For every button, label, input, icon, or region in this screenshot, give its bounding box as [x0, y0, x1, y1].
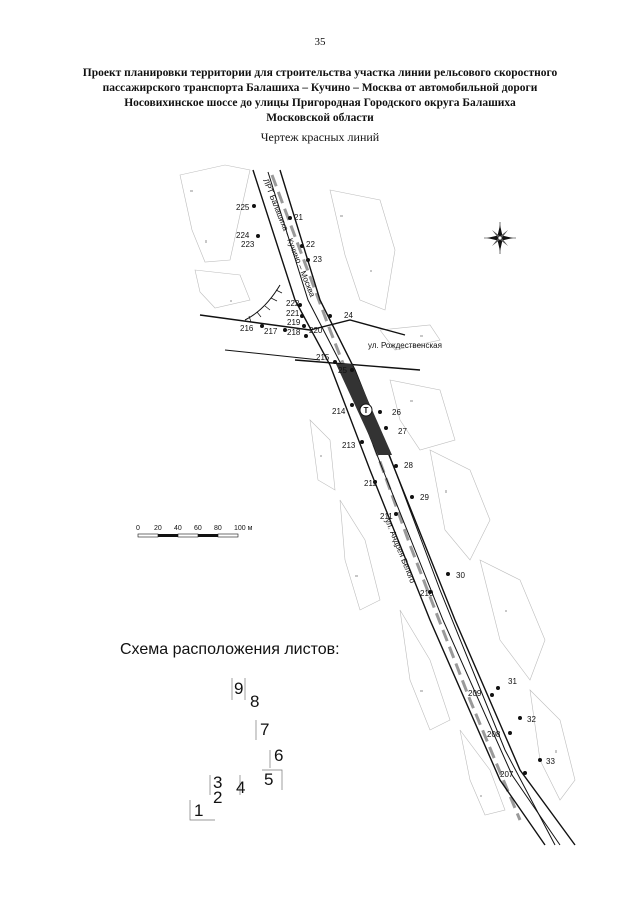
- scale-tick-label: 40: [174, 525, 182, 532]
- sheet-number-1: 1: [194, 801, 204, 820]
- rozhdestvenskaya-line-2: [199, 314, 406, 336]
- point-label: 216: [240, 324, 254, 333]
- point-label: 210: [420, 589, 434, 598]
- point-label: 223: [241, 240, 255, 249]
- point-label: 207: [500, 770, 514, 779]
- sheet-number-6: 6: [274, 746, 284, 765]
- title-line: Проект планировки территории для строите…: [82, 67, 558, 79]
- point-label: 30: [456, 571, 465, 580]
- sheet-frames: [189, 678, 283, 821]
- point-label: 23: [313, 255, 322, 264]
- point-label: 28: [404, 461, 413, 470]
- turning-curve: [244, 284, 281, 321]
- terrain-background: [179, 164, 576, 816]
- survey-points: [252, 204, 542, 775]
- point-label: 217: [264, 327, 278, 336]
- terrain-dots: [190, 190, 557, 797]
- compass-rose-icon: [484, 222, 516, 254]
- point-labels-left: 225 224 223 222 221 219 220 218 217 216 …: [236, 203, 514, 779]
- point-label: 218: [287, 328, 301, 337]
- point-label: 32: [527, 715, 536, 724]
- red-line-left: [252, 169, 546, 846]
- document-title: Проект планировки территории для строите…: [40, 66, 600, 126]
- point-label: 211: [380, 512, 393, 521]
- point-label: 222: [286, 299, 300, 308]
- point-label: 224: [236, 231, 250, 240]
- sheet-number-4: 4: [236, 778, 246, 797]
- point-label: 31: [508, 677, 517, 686]
- scale-tick-label: 0: [136, 525, 140, 532]
- point-labels-right: 21 22 23 24 25 26 27 28 29 30 31 32 33: [294, 213, 555, 766]
- sheet-number-7: 7: [260, 720, 270, 739]
- point-label: 219: [287, 318, 301, 327]
- station-marker-label: Т: [364, 406, 369, 415]
- scale-tick-label: 100 м: [234, 525, 253, 532]
- sheet-number-3: 3: [213, 773, 223, 792]
- title-line: Носовихинское шоссе до улицы Пригородная…: [124, 97, 516, 109]
- point-label: 27: [398, 427, 407, 436]
- point-label: 221: [286, 309, 300, 318]
- point-label: 215: [316, 353, 330, 362]
- sheet-number-9: 9: [234, 679, 244, 698]
- point-label: 21: [294, 213, 303, 222]
- point-label: 212: [364, 479, 378, 488]
- point-label: 220: [309, 326, 323, 335]
- point-label: 33: [546, 757, 555, 766]
- point-label: 208: [487, 730, 501, 739]
- red-line-right: [279, 169, 576, 846]
- sheet-number-5: 5: [264, 770, 274, 789]
- title-line: Московской области: [266, 112, 374, 124]
- drawing-subtitle: Чертеж красных линий: [260, 130, 380, 144]
- track-line-1: [267, 171, 561, 846]
- title-line: пассажирского транспорта Балашиха – Кучи…: [102, 82, 538, 94]
- point-label: 29: [420, 493, 429, 502]
- curve-hatches: [248, 289, 283, 323]
- red-lines: [199, 169, 576, 846]
- point-label: 225: [236, 203, 250, 212]
- point-label: 24: [344, 311, 353, 320]
- route-axis: [270, 174, 522, 821]
- scale-bar: 0 20 40 60 80 100 м: [136, 525, 253, 538]
- scale-tick-label: 20: [154, 525, 162, 532]
- sheet-number-2: 2: [213, 788, 223, 807]
- rozhdestvenskaya-line-3: [224, 349, 321, 361]
- street-label-rozhdestvenskaya: ул. Рождественская: [368, 341, 442, 350]
- track-line-2: [379, 429, 556, 846]
- sheet-layout-title: Схема расположения листов:: [120, 641, 340, 658]
- scale-tick-label: 60: [194, 525, 202, 532]
- point-label: 209: [468, 689, 482, 698]
- station-marker: [359, 403, 373, 417]
- scale-tick-label: 80: [214, 525, 222, 532]
- point-label: 214: [332, 407, 346, 416]
- sheet-number-8: 8: [250, 692, 260, 711]
- page-number: 35: [314, 36, 326, 48]
- point-label: 22: [306, 240, 315, 249]
- point-label: 25: [338, 366, 347, 375]
- rozhdestvenskaya-line-1: [294, 359, 421, 371]
- point-label: 213: [342, 441, 356, 450]
- point-label: 26: [392, 408, 401, 417]
